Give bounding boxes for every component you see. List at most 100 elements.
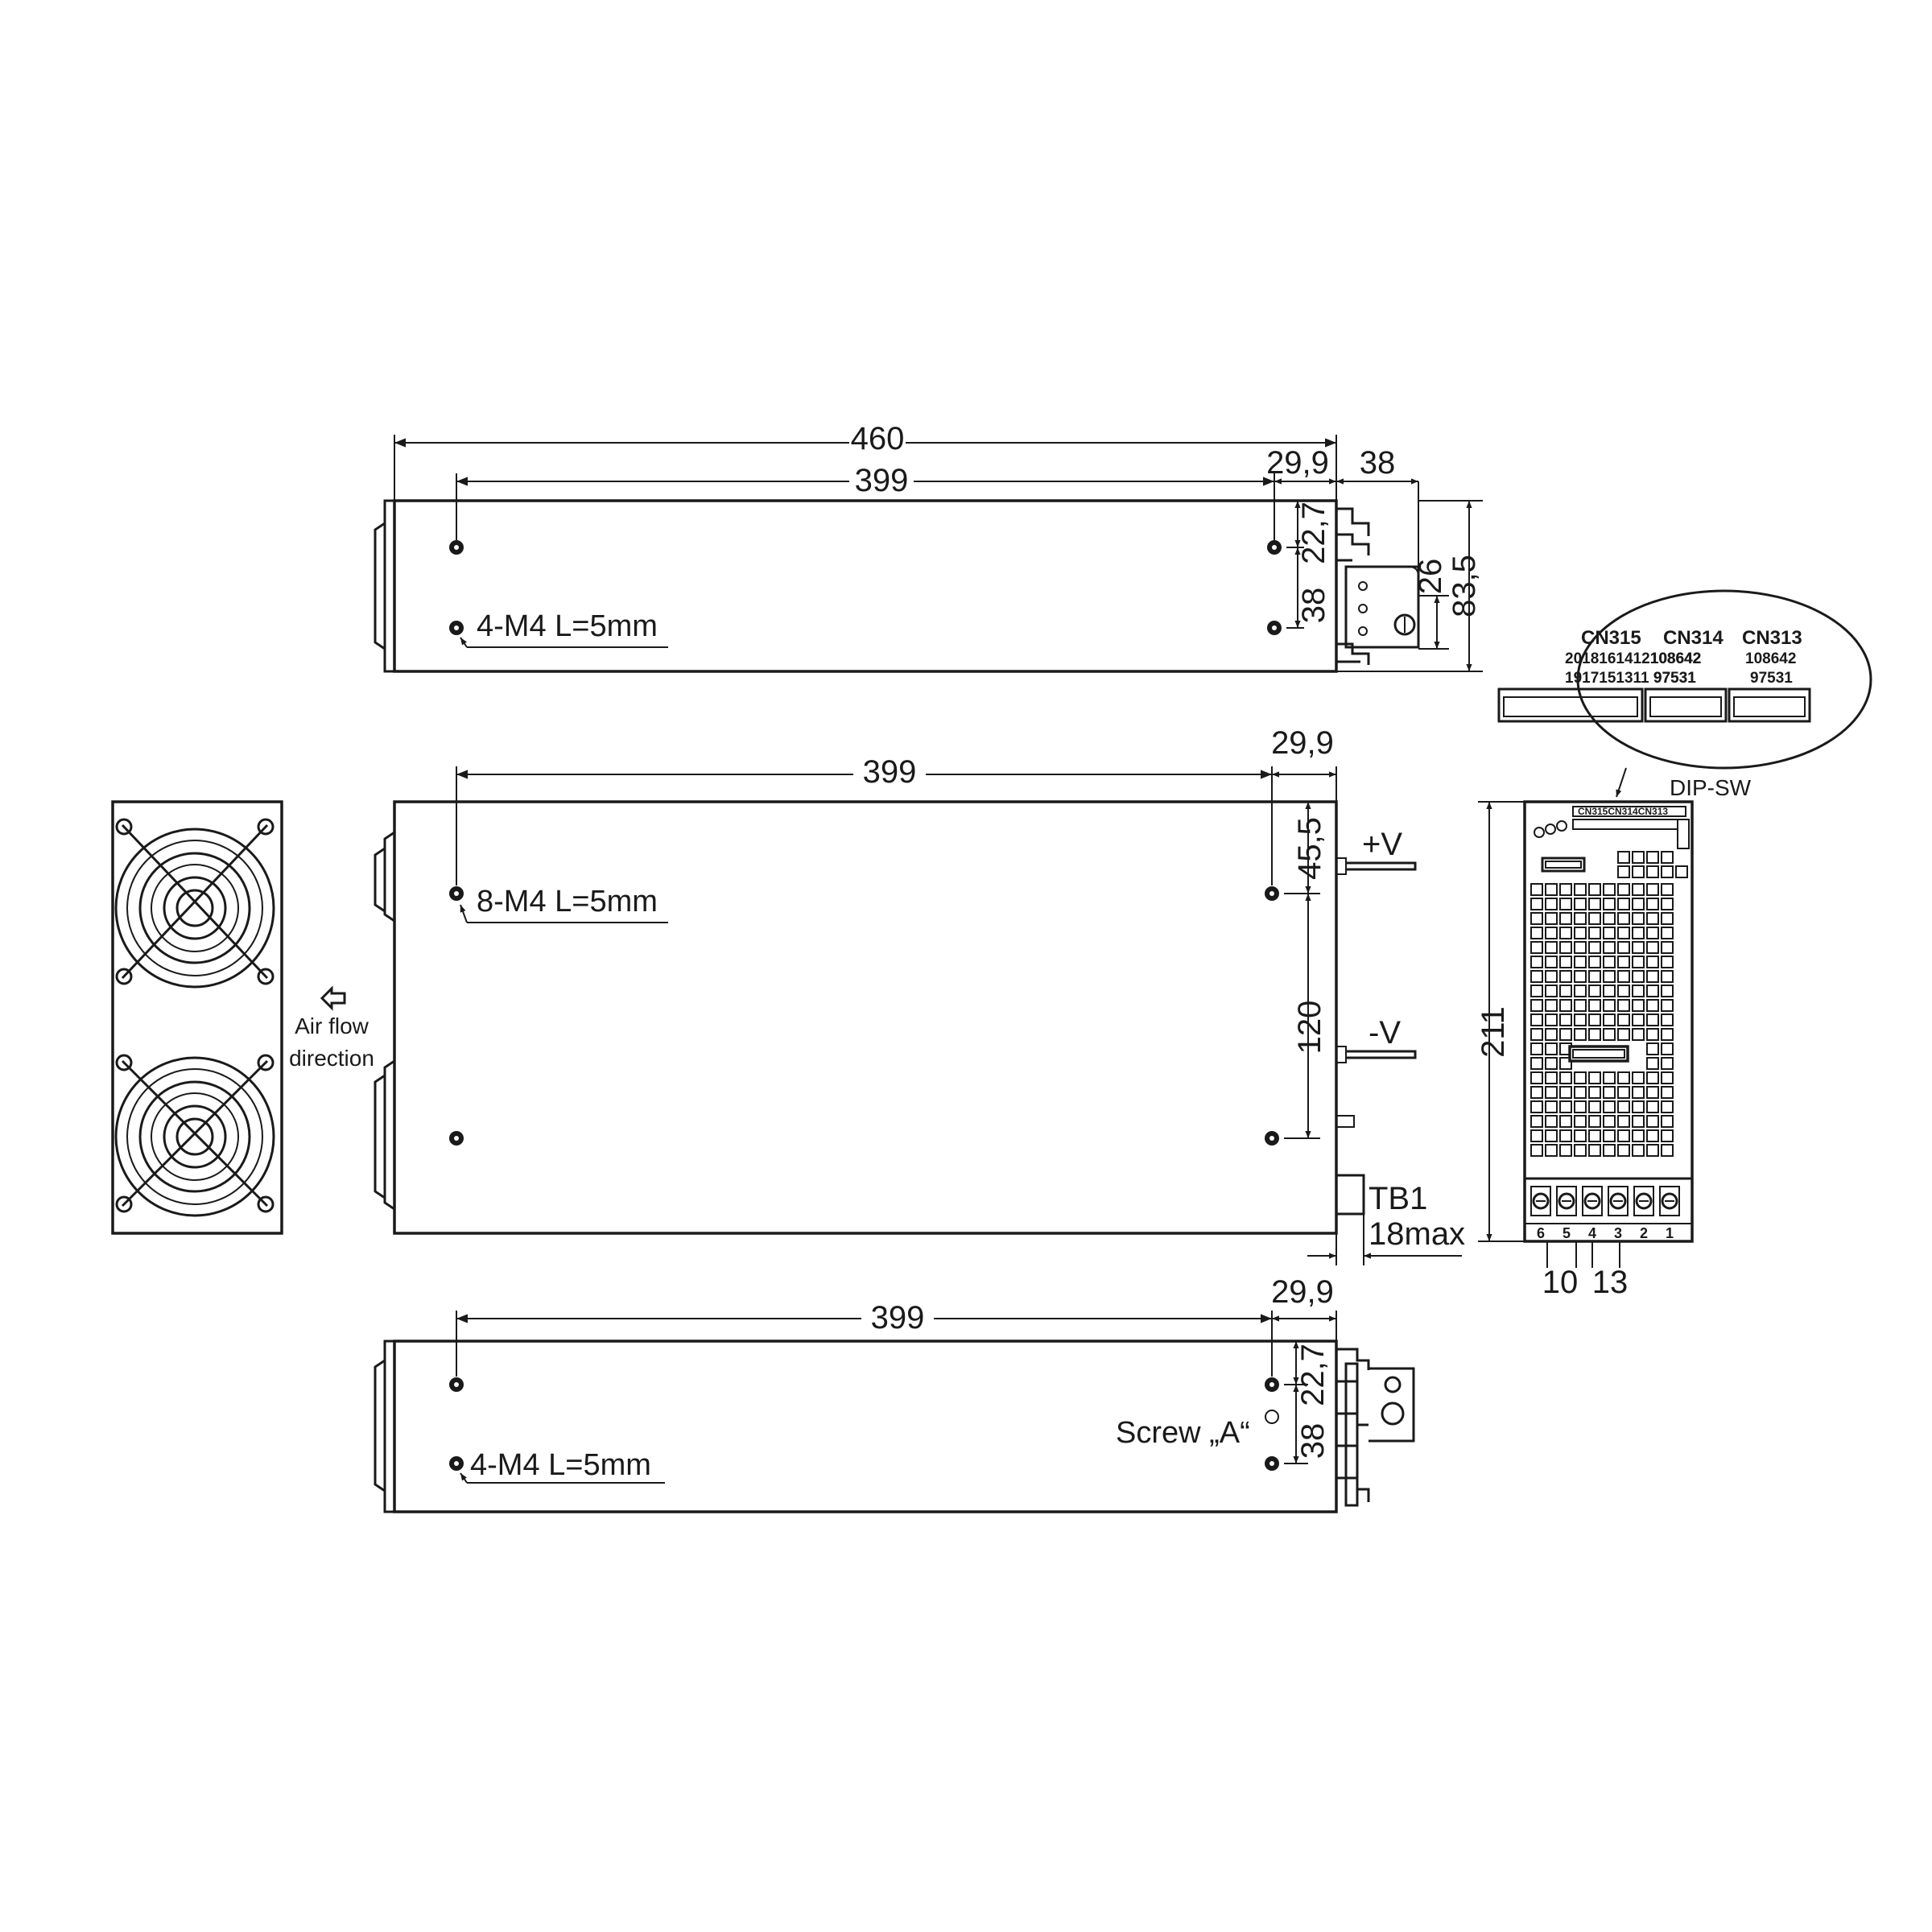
cn314-top-pins: 108642 <box>1650 650 1701 667</box>
vent-cell <box>1588 1013 1601 1026</box>
terminal-screw-icon <box>1583 1192 1601 1210</box>
terminal-screw-icon <box>1609 1192 1627 1210</box>
vent-cell <box>1545 927 1558 939</box>
side-dim-front-offset: 29,9 <box>1271 725 1334 761</box>
fan-panel-body <box>111 800 283 1235</box>
vent-cell <box>1646 1042 1659 1055</box>
dim-hole-spacing: 38 <box>1296 588 1331 624</box>
vent-cell <box>1646 1071 1659 1084</box>
vent-cell <box>1574 985 1587 997</box>
vent-cell <box>1617 1144 1630 1157</box>
vent-cell <box>1617 1071 1630 1084</box>
side-dim-hole-spacing: 120 <box>1292 1001 1327 1055</box>
vent-cell <box>1559 1028 1572 1041</box>
terminal-screw-housing <box>1582 1186 1603 1216</box>
positive-output-label: +V <box>1362 827 1402 862</box>
vent-cell <box>1632 1071 1645 1084</box>
cn313-top-pins: 108642 <box>1745 650 1796 667</box>
vent-cell <box>1588 999 1601 1012</box>
vent-cell <box>1603 956 1616 968</box>
vent-cell <box>1632 1129 1645 1142</box>
vent-cell <box>1559 1086 1572 1099</box>
screw-a-label: Screw „A“ <box>1116 1416 1250 1450</box>
terminal-number: 1 <box>1666 1225 1674 1241</box>
vent-cell <box>1559 1013 1572 1026</box>
vent-cell <box>1632 956 1645 968</box>
vent-cell <box>1632 1115 1645 1128</box>
bottom-mount-hole <box>449 1456 464 1471</box>
vent-cell <box>1617 851 1630 864</box>
terminal-screw-housing <box>1633 1186 1654 1216</box>
vent-cell <box>1617 941 1630 954</box>
vent-cell <box>1559 1071 1572 1084</box>
dim-height: 83,5 <box>1447 555 1482 617</box>
vent-cell <box>1661 941 1674 954</box>
dim-hole-top: 22,7 <box>1296 502 1331 564</box>
front-dim-pitch-b: 13 <box>1592 1265 1629 1300</box>
vent-cell <box>1603 1144 1616 1157</box>
vent-cell <box>1646 927 1659 939</box>
top-mount-hole <box>1267 540 1282 555</box>
vent-cell <box>1661 865 1674 878</box>
cn314-housing <box>1644 687 1728 723</box>
vent-cell <box>1632 985 1645 997</box>
bottom-mount-hole <box>449 1377 464 1392</box>
vent-cell <box>1545 1013 1558 1026</box>
vent-cell <box>1603 970 1616 983</box>
vent-cell <box>1661 1042 1674 1055</box>
bottom-dim-front-offset: 29,9 <box>1271 1274 1334 1310</box>
vent-cell <box>1661 1115 1674 1128</box>
vent-cell <box>1574 1100 1587 1113</box>
vent-cell <box>1603 1086 1616 1099</box>
terminal-screw-icon <box>1558 1192 1575 1210</box>
vent-cell <box>1574 1028 1587 1041</box>
terminal-screw-icon <box>1661 1192 1678 1210</box>
vent-cell <box>1632 927 1645 939</box>
vent-cell <box>1588 883 1601 896</box>
bottom-dim-hole-span: 399 <box>871 1300 925 1335</box>
vent-cell <box>1661 956 1674 968</box>
vent-cell <box>1603 1115 1616 1128</box>
vent-cell <box>1661 1013 1674 1026</box>
vent-cell <box>1646 1013 1659 1026</box>
vent-cell <box>1574 912 1587 925</box>
terminal-screw-icon <box>1635 1192 1653 1210</box>
bottom-mount-hole <box>1265 1377 1279 1392</box>
vent-cell <box>1545 1042 1558 1055</box>
cn315-housing <box>1497 687 1644 723</box>
fan-guard-bottom <box>114 1054 275 1217</box>
vent-cell <box>1545 970 1558 983</box>
vent-cell <box>1632 1086 1645 1099</box>
vent-cell <box>1530 941 1543 954</box>
vent-cell <box>1632 1028 1645 1041</box>
vent-cell <box>1559 1100 1572 1113</box>
vent-cell <box>1617 898 1630 910</box>
fan-guard-top <box>114 818 275 989</box>
terminal-screw-housing <box>1659 1186 1680 1216</box>
terminal-number: 4 <box>1588 1225 1596 1241</box>
vent-cell <box>1603 1028 1616 1041</box>
top-view-body <box>393 499 1338 673</box>
dim-terminal-depth: 38 <box>1360 445 1396 481</box>
vent-cell <box>1545 941 1558 954</box>
vent-cell <box>1603 1129 1616 1142</box>
terminal-screw-housing <box>1608 1186 1629 1216</box>
bottom-dim-hole-spacing: 38 <box>1295 1423 1331 1459</box>
screw-a-marker <box>1265 1410 1279 1424</box>
vent-cell <box>1632 1144 1645 1157</box>
vent-cell <box>1617 970 1630 983</box>
vent-cell <box>1603 912 1616 925</box>
vent-cell <box>1661 883 1674 896</box>
vent-cell <box>1574 1115 1587 1128</box>
vent-cell <box>1545 985 1558 997</box>
vent-cell <box>1661 898 1674 910</box>
vent-cell <box>1603 1013 1616 1026</box>
vent-cell <box>1574 1129 1587 1142</box>
bottom-mount-hole <box>1265 1456 1279 1471</box>
top-hole-label: 4-M4 L=5mm <box>477 609 658 643</box>
top-mount-hole <box>1267 621 1282 635</box>
vent-cell <box>1588 985 1601 997</box>
vent-cell <box>1545 1115 1558 1128</box>
vent-cell <box>1574 956 1587 968</box>
